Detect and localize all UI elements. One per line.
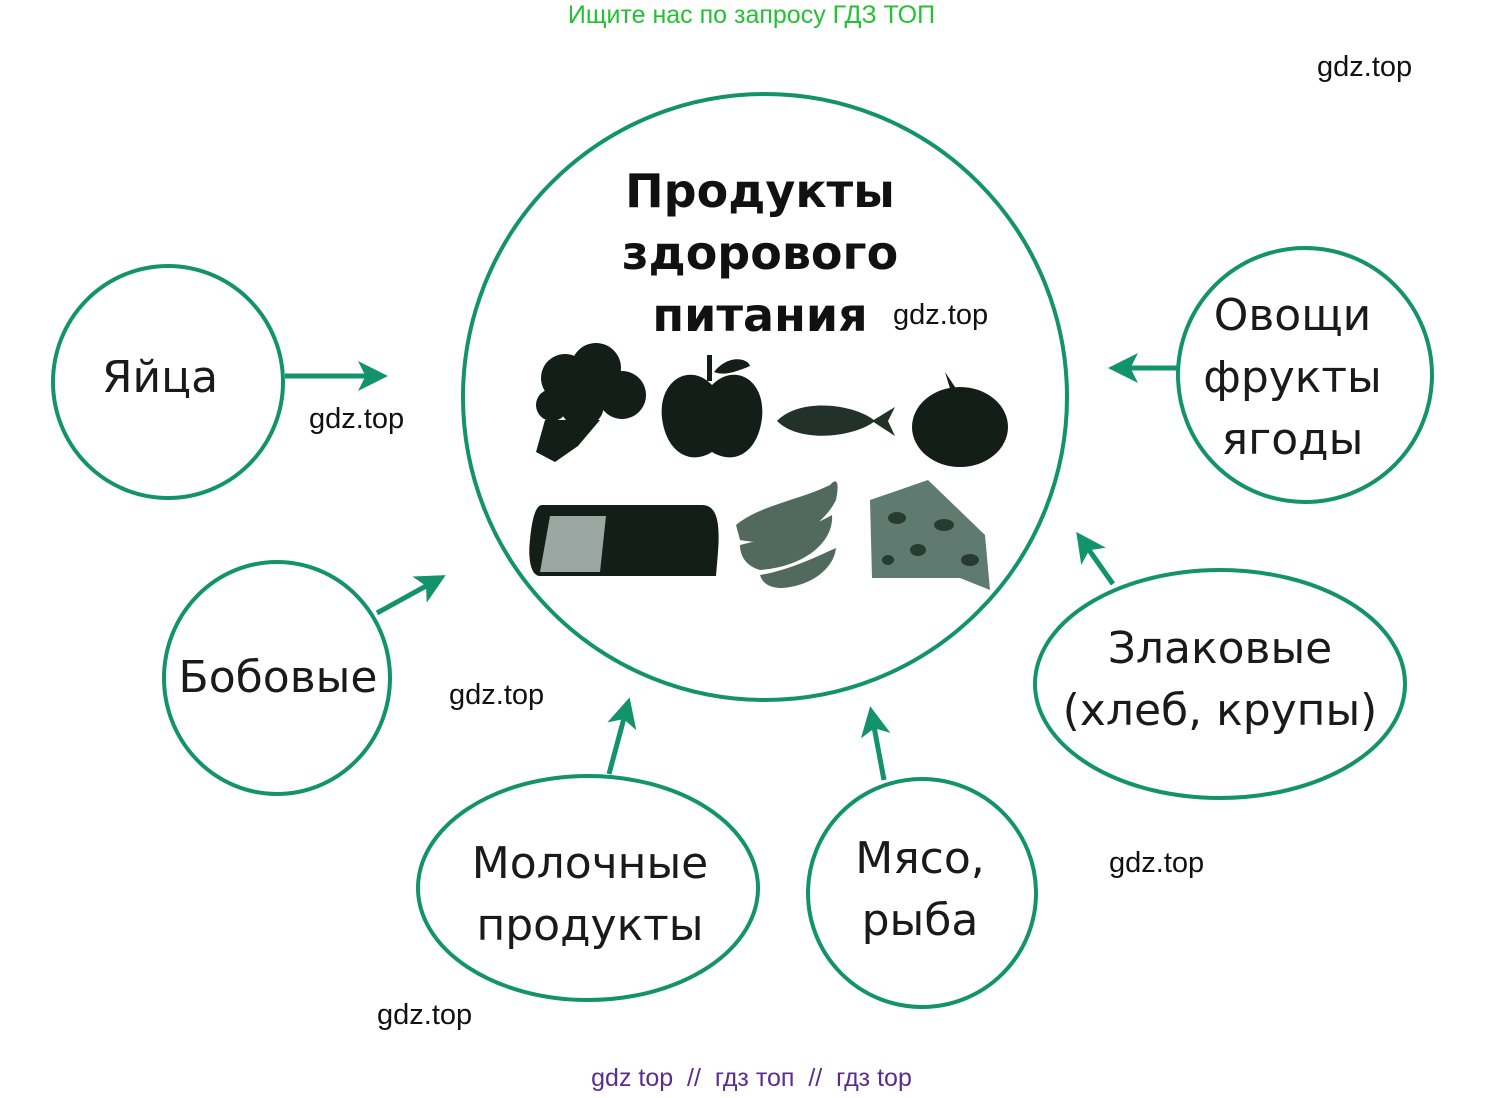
legumes-circle — [162, 560, 392, 796]
bread-icon — [529, 505, 719, 576]
center-circle — [461, 92, 1069, 702]
legumes-label: Бобовые — [178, 651, 378, 703]
eggs-circle — [51, 264, 285, 500]
watermark: gdz.top — [449, 679, 545, 711]
broccoli-icon — [536, 343, 646, 462]
meat-fish-arrow — [860, 706, 891, 781]
banana-icon — [736, 481, 838, 588]
tomato-icon — [912, 372, 1008, 467]
fish-icon — [777, 405, 895, 436]
promo-banner: Ищите нас по запросу ГДЗ ТОП — [567, 1, 936, 29]
cereals-arrow — [1076, 531, 1116, 586]
dairy-label: Молочные продукты — [471, 838, 709, 951]
meat-fish-circle — [806, 777, 1038, 1009]
cereals-label: Злаковые (хлеб, крупы) — [1062, 623, 1378, 736]
eggs-label: Яйца — [101, 351, 219, 403]
watermark: gdz.top — [893, 299, 989, 331]
watermark: gdz.top — [309, 403, 405, 435]
vegetables-fruits-label: Овощи фрукты ягоды — [1203, 289, 1382, 465]
vegetables-fruits-circle — [1176, 246, 1434, 504]
dairy-circle — [416, 774, 760, 1002]
legumes-arrow — [375, 575, 446, 616]
apple-icon — [661, 355, 763, 458]
center-title: Продукты здорового питания — [621, 164, 899, 342]
cereals-circle — [1033, 568, 1407, 800]
watermark: gdz.top — [377, 999, 473, 1031]
watermark: gdz.top — [1109, 847, 1205, 879]
footer-links: gdz top // гдз топ // гдз top — [591, 1064, 912, 1092]
watermark: gdz.top — [1317, 51, 1413, 83]
meat-fish-label: Мясо, рыба — [855, 833, 985, 946]
cheese-icon — [870, 480, 990, 590]
dairy-arrow — [606, 697, 637, 775]
